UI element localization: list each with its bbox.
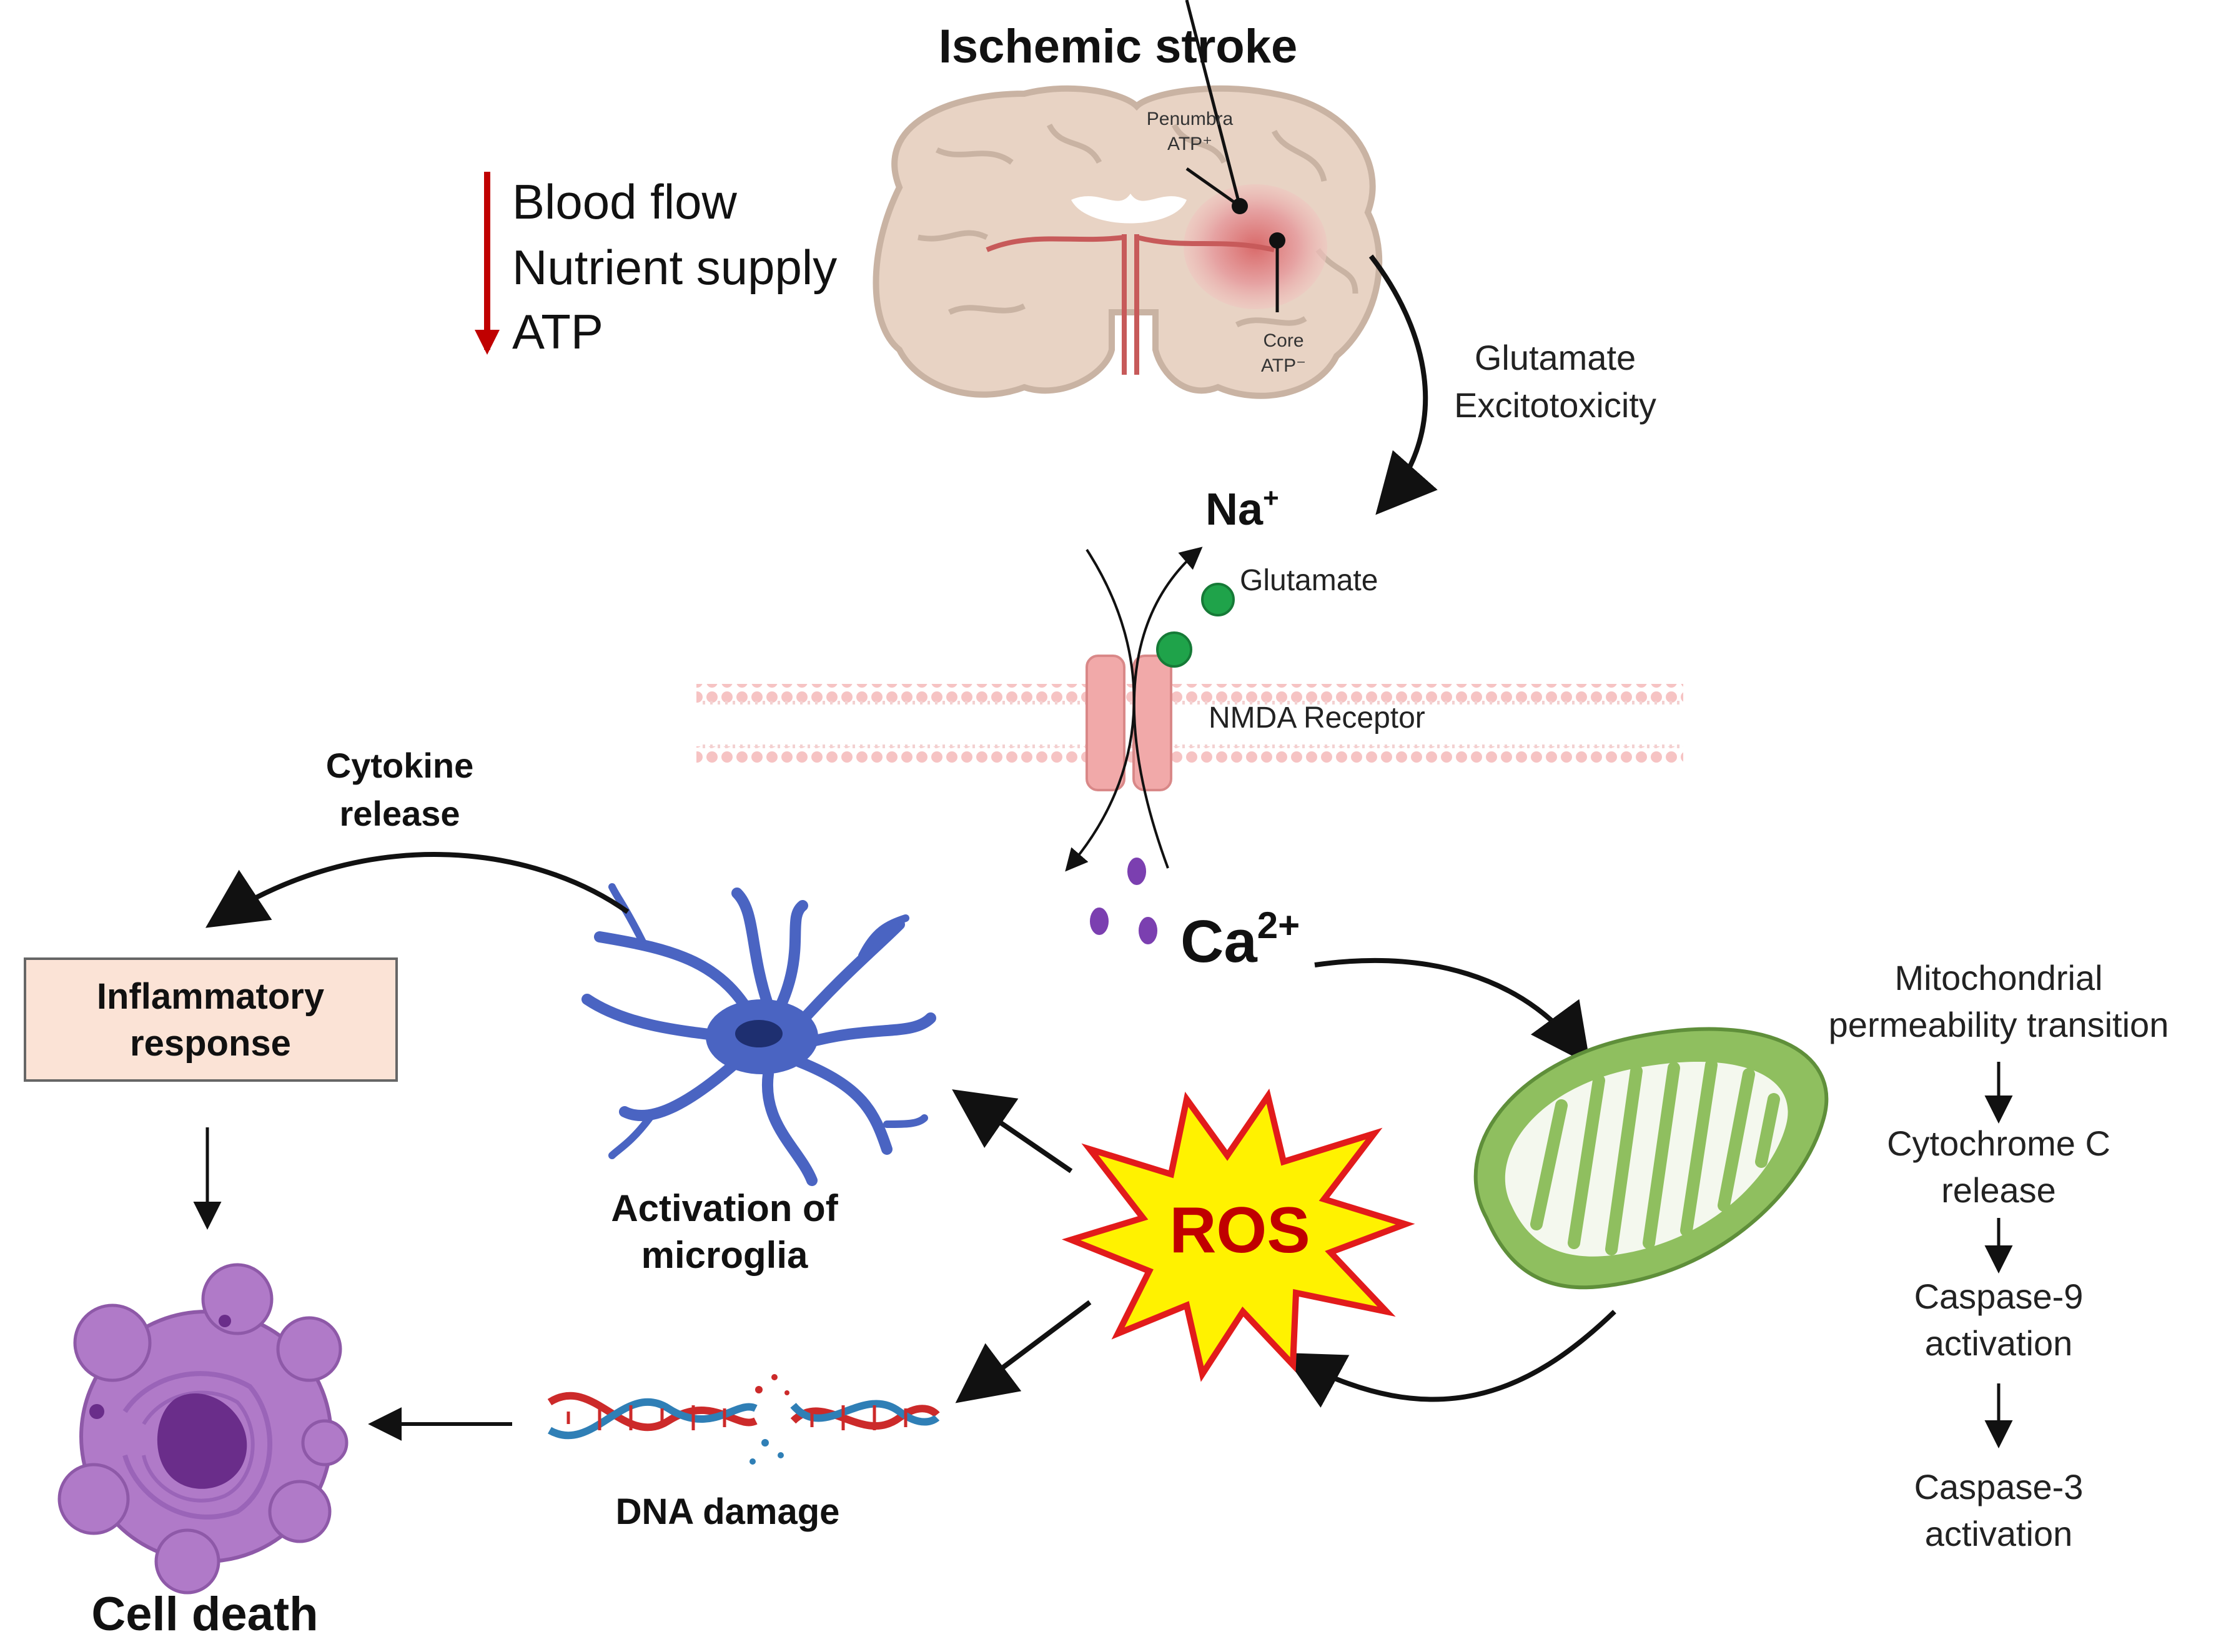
nmda-receptor-label: NMDA Receptor (1209, 701, 1425, 734)
dna-strand (547, 1374, 940, 1465)
inflammatory-label-line1: Inflammatory (97, 976, 324, 1017)
microglia-cell (581, 883, 936, 1186)
calcium-ion-3 (1139, 917, 1157, 944)
microglia-label-line2: microglia (641, 1234, 808, 1276)
diagram-title: Ischemic stroke (939, 20, 1298, 73)
ros-to-microglia-arrow (952, 1089, 1073, 1174)
mitochondrion (1473, 1027, 1829, 1290)
inflammatory-response-box (24, 957, 398, 1082)
calcium-flux-arrow (1065, 548, 1135, 872)
decrease-item-blood-flow: Blood flow (512, 174, 738, 229)
calcium-to-mito-arrow (1314, 957, 1591, 1066)
sodium-ion-label: Na+ (1205, 483, 1279, 535)
penumbra-label: Penumbra (1147, 109, 1234, 129)
cascade-step-caspase3-line2: activation (1925, 1514, 2073, 1553)
calcium-ion-label: Ca2+ (1180, 904, 1300, 975)
glutamate-label: Glutamate (1475, 338, 1636, 377)
cytokine-label-line2: release (339, 794, 460, 833)
microglia-label-line1: Activation of (611, 1187, 838, 1229)
cell-membrane-upper (696, 684, 1683, 703)
cascade-step-caspase3-line1: Caspase-3 (1914, 1467, 2084, 1506)
cell-death-label: Cell death (91, 1588, 318, 1641)
glutamate-molecule-1 (1201, 583, 1235, 616)
penumbra-atp-label: ATP⁺ (1167, 134, 1212, 154)
ros-to-dna-arrow (955, 1300, 1092, 1403)
microglia-to-inflammation-arrow (205, 852, 630, 928)
mito-to-ros-arrow (1282, 1310, 1616, 1408)
dna-damage-label: DNA damage (616, 1491, 840, 1532)
glutamate-ligand-label: Glutamate (1240, 564, 1378, 597)
decrease-item-nutrient-supply: Nutrient supply (512, 240, 837, 295)
dying-cell (57, 1263, 349, 1595)
calcium-ion-2 (1090, 908, 1109, 935)
cascade-step-cytochrome-line2: release (1941, 1170, 2056, 1210)
cytokine-label-line1: Cytokine (326, 746, 474, 785)
calcium-ion-1 (1127, 858, 1146, 885)
cascade-step-caspase9-line2: activation (1925, 1323, 2073, 1363)
decrease-item-atp: ATP (512, 304, 603, 359)
inflammatory-label-line2: response (130, 1023, 291, 1064)
cell-membrane-lower (696, 746, 1683, 765)
cascade-step-caspase9-line1: Caspase-9 (1914, 1277, 2084, 1316)
cascade-step-mpt-line1: Mitochondrial (1894, 958, 2102, 997)
ros-label: ROS (1169, 1194, 1310, 1267)
glutamate-molecule-2 (1156, 631, 1192, 668)
core-label: Core (1263, 330, 1303, 351)
excitotoxicity-label: Excitotoxicity (1454, 385, 1656, 425)
cascade-step-cytochrome-line1: Cytochrome C (1887, 1124, 2110, 1163)
core-atp-label: ATP⁻ (1261, 355, 1306, 376)
nmda-receptor-left (1086, 655, 1125, 791)
ros-starburst (1061, 1088, 1415, 1382)
cascade-step-mpt-line2: permeability transition (1829, 1005, 2169, 1044)
brain-illustration: Penumbra ATP⁺ Core ATP⁻ (873, 0, 1383, 399)
excitotoxicity-arrow (1368, 254, 1438, 515)
